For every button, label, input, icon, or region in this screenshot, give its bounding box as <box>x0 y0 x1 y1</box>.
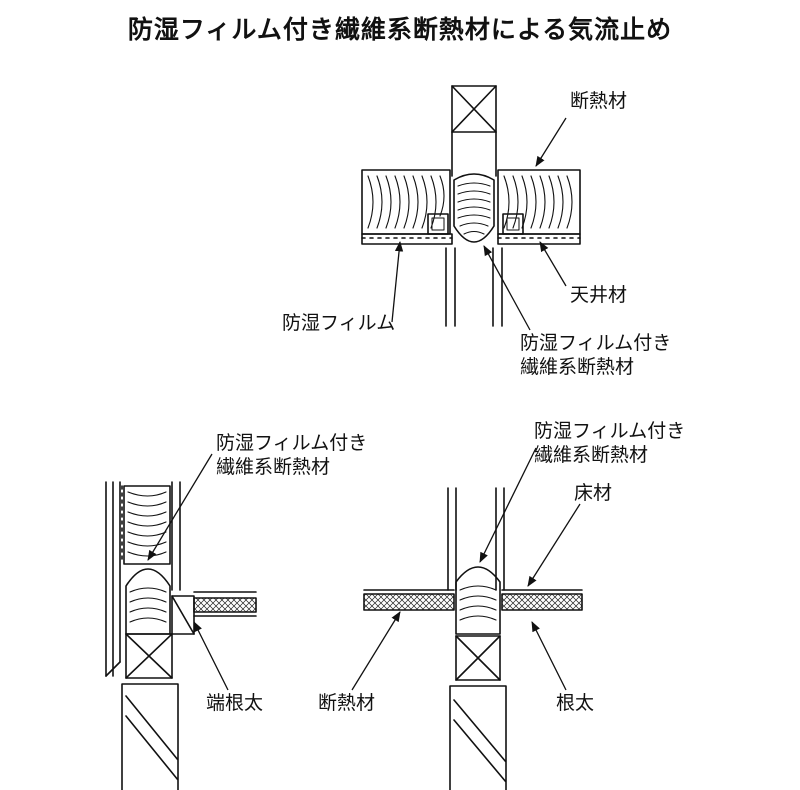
label-interior-faced-insulation-2: 繊維系断熱材 <box>534 444 649 466</box>
label-ceiling-faced-insulation-2: 繊維系断熱材 <box>520 356 635 378</box>
leader-floor-board <box>527 503 581 587</box>
label-interior-insulation: 断熱材 <box>318 692 376 714</box>
interior-floor-detail <box>363 487 583 790</box>
interior-foundation <box>449 685 507 790</box>
exterior-faced-insulation <box>125 568 171 635</box>
ceiling-insulation-left <box>361 169 451 235</box>
edge-joist <box>171 595 195 635</box>
label-edge-joist: 端根太 <box>206 692 264 714</box>
ceiling-furring-left <box>427 213 449 235</box>
ceiling-board-left <box>361 233 453 245</box>
leader-vapor-film <box>391 240 404 323</box>
label-ceiling-faced-insulation-1: 防湿フィルム付き <box>520 332 672 354</box>
leader-edge-joist <box>193 621 229 691</box>
label-joist: 根太 <box>556 692 595 714</box>
label-ceiling-board: 天井材 <box>570 284 628 306</box>
label-interior-faced-insulation-1: 防湿フィルム付き <box>534 420 686 442</box>
leader-exterior-faced-insulation <box>147 453 213 561</box>
ceiling-furring-right <box>502 213 524 235</box>
exterior-floor-detail <box>105 481 257 790</box>
exterior-floor-panel <box>193 597 257 613</box>
ceiling-detail <box>361 85 581 327</box>
ceiling-insulation-right <box>497 169 581 235</box>
ceiling-top-plate <box>451 85 497 133</box>
leader-ceiling-board <box>539 241 567 287</box>
label-vapor-film: 防湿フィルム <box>282 312 396 334</box>
page-title: 防湿フィルム付き繊維系断熱材による気流止め <box>127 15 673 44</box>
ceiling-board-right <box>497 233 581 245</box>
leader-joist <box>531 621 567 691</box>
exterior-foundation <box>121 683 179 790</box>
label-ceiling-insulation: 断熱材 <box>570 90 628 112</box>
exterior-wall-insulation <box>123 485 171 565</box>
label-floor-board: 床材 <box>574 482 613 504</box>
label-exterior-faced-insulation-1: 防湿フィルム付き <box>216 432 368 454</box>
leader-ceiling-faced-insulation <box>483 245 531 331</box>
ceiling-faced-insulation <box>453 173 495 243</box>
leader-ceiling-insulation <box>535 117 567 167</box>
interior-faced-insulation <box>455 566 501 635</box>
interior-floor-panel-right <box>501 593 583 611</box>
label-exterior-faced-insulation-2: 繊維系断熱材 <box>216 456 331 478</box>
leader-interior-insulation <box>351 611 401 691</box>
interior-sill <box>455 635 501 681</box>
exterior-sill <box>125 633 173 679</box>
interior-floor-panel-left <box>363 593 455 611</box>
leader-interior-faced-insulation <box>479 447 537 563</box>
